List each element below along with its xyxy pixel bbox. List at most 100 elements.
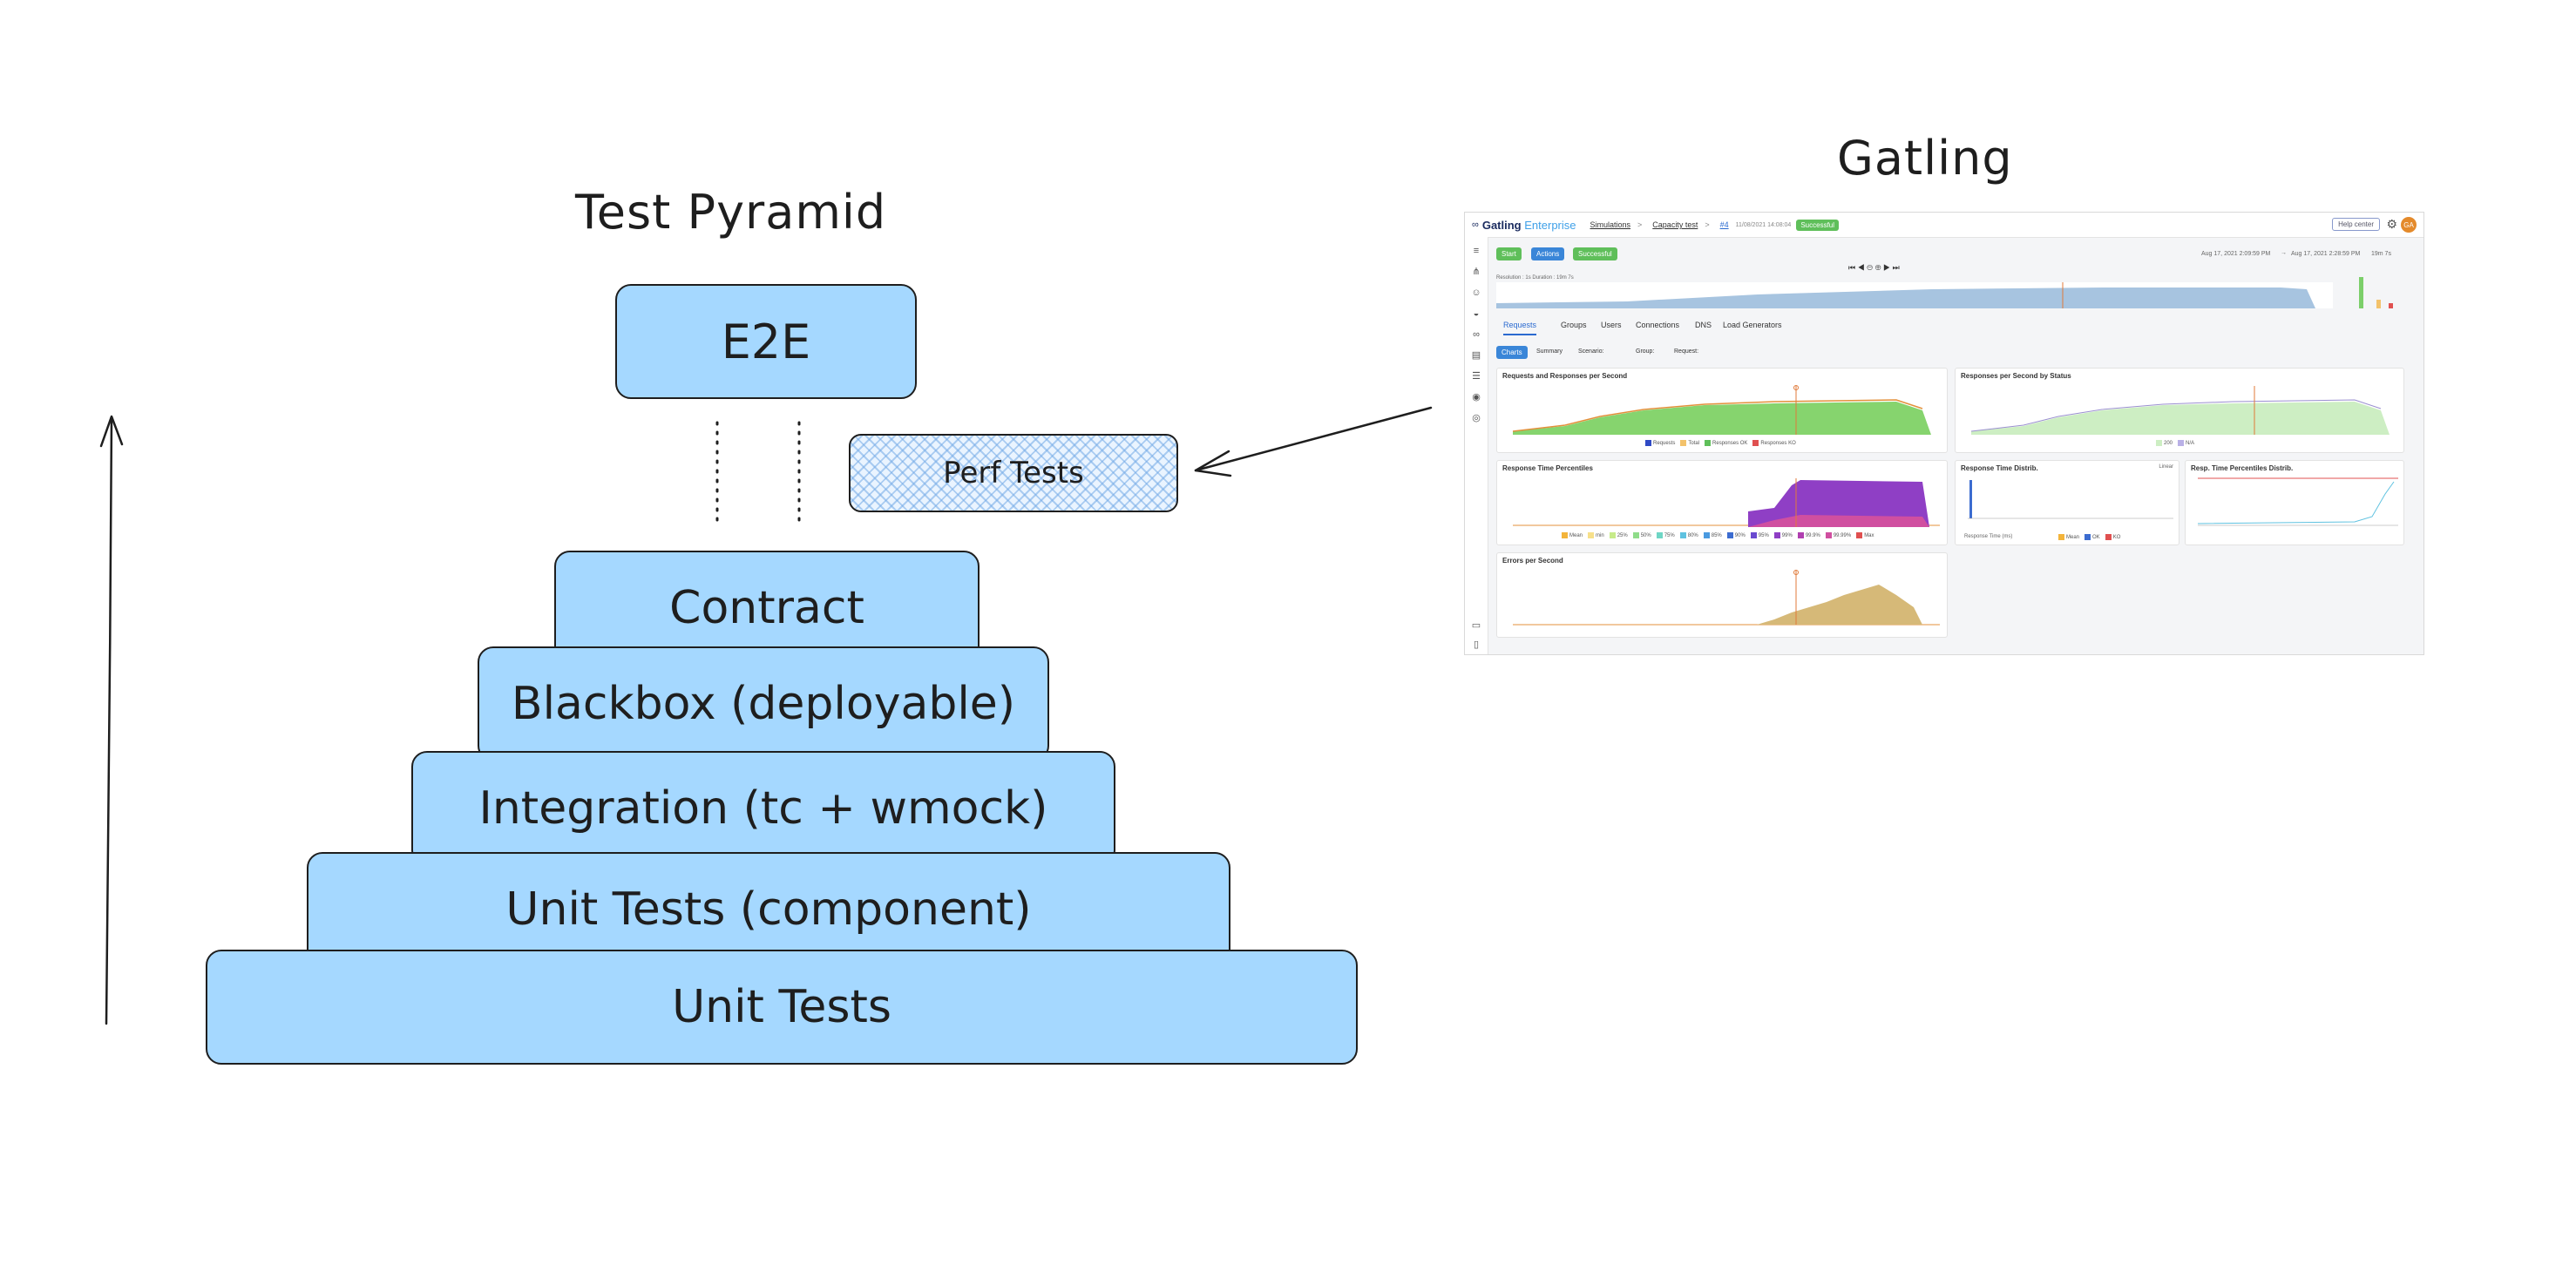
gatling-screenshot: ∞ Gatling Enterprise Simulations > Capac… <box>1464 212 2424 655</box>
legend-item: KO <box>2105 534 2120 540</box>
range-from[interactable]: Aug 17, 2021 2:09:59 PM <box>2201 251 2271 257</box>
panel-response-percentiles: Response Time Percentiles Mean min 25% 5… <box>1496 460 1948 545</box>
legend-item: 25% <box>1609 532 1628 538</box>
legend: 200 N/A <box>2156 440 2194 446</box>
panel-title: Errors per Second <box>1502 557 1563 565</box>
panel-title: Responses per Second by Status <box>1961 372 2071 380</box>
dotted-connectors <box>715 421 801 529</box>
tier-blackbox[interactable]: Blackbox (deployable) <box>478 646 1049 761</box>
gatling-sidebar: ≡ ⋔ ☺ ◒ ∞ ▤ ☰ ◉ ◎ ▭ ▯ ⓘ <box>1465 237 1488 654</box>
tier-label: Unit Tests (component) <box>505 883 1032 936</box>
percentiles-chart[interactable] <box>1513 477 1940 527</box>
legend-item: 200 <box>2156 440 2173 446</box>
legend-item: 95% <box>1750 532 1769 538</box>
car-icon[interactable]: ◒ <box>1473 308 1480 319</box>
actions-button[interactable]: Actions <box>1531 247 1565 260</box>
legend-item: Responses KO <box>1752 440 1796 446</box>
breadcrumb-capacity[interactable]: Capacity test <box>1652 220 1698 229</box>
book-icon[interactable]: ▯ <box>1473 639 1480 650</box>
start-button[interactable]: Start <box>1496 247 1522 260</box>
tier-unit[interactable]: Unit Tests <box>206 950 1358 1065</box>
panel-title: Requests and Responses per Second <box>1502 372 1628 380</box>
location-icon[interactable]: ◉ <box>1472 392 1481 402</box>
tab-requests[interactable]: Requests <box>1503 321 1537 335</box>
panel-errors: Errors per Second <box>1496 552 1948 638</box>
axis-note: Response Time (ms) <box>1964 534 2013 539</box>
location-pin-icon[interactable]: ◎ <box>1472 413 1481 423</box>
legend-item: Total <box>1680 440 1699 446</box>
legend-item: 99% <box>1773 532 1793 538</box>
legend-item: Mean <box>1562 532 1583 538</box>
charts-button[interactable]: Charts <box>1496 346 1528 359</box>
tier-integration[interactable]: Integration (tc + wmock) <box>411 751 1115 866</box>
tier-unit-component[interactable]: Unit Tests (component) <box>307 852 1230 967</box>
brand-name: Gatling <box>1481 218 1522 232</box>
link-icon[interactable]: ∞ <box>1473 329 1480 340</box>
hierarchy-icon[interactable]: ⋔ <box>1472 267 1481 277</box>
tier-label: E2E <box>721 314 811 369</box>
range-to[interactable]: Aug 17, 2021 2:28:59 PM <box>2291 251 2361 257</box>
legend-item: OK <box>2085 534 2100 540</box>
legend-item: Requests <box>1645 440 1675 446</box>
legend-item: 80% <box>1679 532 1698 538</box>
group-filter[interactable]: Group: <box>1636 348 1655 355</box>
tab-dns[interactable]: DNS <box>1695 321 1712 329</box>
menu-icon[interactable]: ≡ <box>1473 246 1480 256</box>
legend-item: Responses OK <box>1705 440 1747 446</box>
upward-arrow <box>99 415 124 1025</box>
tab-users[interactable]: Users <box>1601 321 1622 329</box>
panel-response-distrib: Response Time Distrib. Linear Response T… <box>1955 460 2179 545</box>
status-chart[interactable] <box>1971 384 2398 435</box>
requests-chart[interactable] <box>1513 384 1940 435</box>
distrib-chart[interactable] <box>1968 477 2173 520</box>
range-length[interactable]: 19m 7s <box>2371 251 2391 257</box>
playback-controls-icon[interactable]: ⏮ ◀ ⊖ ⊕ ▶ ⏭ <box>1848 263 1900 272</box>
timeline-chart[interactable] <box>1496 282 2333 308</box>
tier-label: Integration (tc + wmock) <box>478 782 1048 835</box>
legend-item: 50% <box>1632 532 1651 538</box>
panel-title: Resp. Time Percentiles Distrib. <box>2191 464 2294 472</box>
request-filter[interactable]: Request: <box>1674 348 1699 355</box>
user-icon[interactable]: ☺ <box>1471 288 1481 298</box>
breadcrumb-sep-icon: > <box>1705 220 1710 229</box>
legend-item: 85% <box>1703 532 1722 538</box>
breadcrumb-run[interactable]: #4 <box>1719 220 1729 229</box>
linear-toggle[interactable]: Linear <box>2159 464 2173 470</box>
legend-item: N/A <box>2178 440 2194 446</box>
legend-item: min <box>1588 532 1604 538</box>
gatling-logo-icon: ∞ <box>1472 220 1479 230</box>
calendar-icon[interactable]: ▭ <box>1471 620 1481 631</box>
status-badge: Successful <box>1796 219 1840 231</box>
gatling-title: Gatling <box>1837 131 2013 186</box>
tab-connections[interactable]: Connections <box>1636 321 1680 329</box>
gatling-brand: Gatling Enterprise <box>1482 219 1576 232</box>
brand-suffix: Enterprise <box>1524 218 1576 232</box>
summary-button[interactable]: Summary <box>1536 348 1563 355</box>
scenario-filter[interactable]: Scenario: <box>1578 348 1604 355</box>
legend-item: 99.99% <box>1825 532 1851 538</box>
gear-icon[interactable]: ⚙ <box>2386 217 2397 231</box>
connector-arrow <box>1194 406 1433 477</box>
legend: Requests Total Responses OK Responses KO <box>1645 440 1796 446</box>
panel-percentiles-distrib: Resp. Time Percentiles Distrib. <box>2185 460 2404 545</box>
errors-chart[interactable] <box>1513 569 1940 626</box>
document-icon[interactable]: ▤ <box>1471 350 1481 361</box>
successful-button[interactable]: Successful <box>1573 247 1617 260</box>
tier-e2e[interactable]: E2E <box>615 284 917 399</box>
perf-tests-box[interactable]: Perf Tests <box>849 434 1178 512</box>
panel-requests-responses: Requests and Responses per Second Reques… <box>1496 368 1948 453</box>
legend-item: 90% <box>1726 532 1746 538</box>
legend: Mean min 25% 50% 75% 80% 85% 90% 95% 99%… <box>1562 532 1874 538</box>
legend-item: 99.9% <box>1797 532 1820 538</box>
tab-load-generators[interactable]: Load Generators <box>1723 321 1782 329</box>
breadcrumb-simulations[interactable]: Simulations <box>1590 220 1631 229</box>
breadcrumb-sep-icon: > <box>1637 220 1643 229</box>
tab-groups[interactable]: Groups <box>1561 321 1587 329</box>
panel-title: Response Time Percentiles <box>1502 464 1593 472</box>
percentiles-distrib-chart[interactable] <box>2198 477 2398 529</box>
mini-bars-chart <box>2359 277 2393 308</box>
tier-label: Unit Tests <box>672 981 891 1033</box>
avatar[interactable]: GA <box>2401 217 2417 233</box>
list-icon[interactable]: ☰ <box>1472 371 1481 382</box>
help-center-button[interactable]: Help center <box>2332 218 2380 231</box>
